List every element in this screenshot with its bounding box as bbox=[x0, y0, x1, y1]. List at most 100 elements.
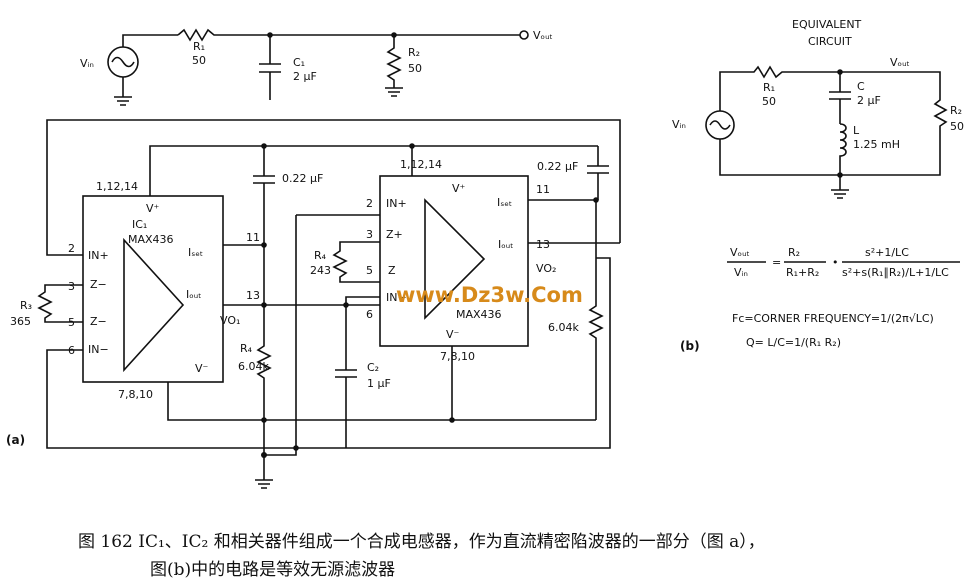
ic1-vminus: V⁻ bbox=[195, 362, 209, 375]
c1-label: C₁ bbox=[293, 56, 305, 69]
svg-text:•: • bbox=[832, 256, 839, 269]
ic2-in-plus: IN+ bbox=[386, 197, 407, 210]
ic1-in-plus: IN+ bbox=[88, 249, 109, 262]
equiv-title-2: CIRCUIT bbox=[808, 35, 852, 48]
fc-formula: Fᴄ=CORNER FREQUENCY=1/(2π√LC) bbox=[732, 312, 934, 325]
r1b-label: R₁ bbox=[763, 81, 775, 94]
ic2-body bbox=[379, 175, 529, 347]
cap-022b-label: 0.22 µF bbox=[537, 160, 578, 173]
ic1-iset: Iₛₑₜ bbox=[188, 246, 203, 259]
c1-capacitor bbox=[259, 35, 281, 100]
vout-label: Vₒᵤₜ bbox=[533, 29, 553, 42]
vplus-rail bbox=[149, 145, 598, 196]
ic2-pin5: 5 bbox=[366, 264, 373, 277]
in-plus2-wire bbox=[264, 215, 297, 456]
equiv-title-1: EQUIVALENT bbox=[792, 18, 862, 31]
cap-022a-label: 0.22 µF bbox=[282, 172, 323, 185]
cap-022a bbox=[253, 146, 275, 245]
r4b-label: R₄ bbox=[314, 249, 327, 262]
caption-line-1: 图 162 IC₁、IC₂ 和相关器件组成一个合成电感器，作为直流精密陷波器的一… bbox=[78, 532, 765, 552]
cap-022b bbox=[587, 146, 609, 200]
ic2-part: MAX436 bbox=[456, 308, 502, 321]
c2-label: C₂ bbox=[367, 361, 379, 374]
c1-value: 2 µF bbox=[293, 70, 317, 83]
l-inductor bbox=[839, 123, 847, 175]
r1b-value: 50 bbox=[762, 95, 776, 108]
ic2-vplus: V⁺ bbox=[452, 182, 466, 195]
r3-resistor bbox=[37, 284, 83, 323]
r4-resistor bbox=[256, 305, 272, 420]
ic2-z: Z bbox=[388, 264, 396, 277]
label-a: (a) bbox=[6, 433, 25, 447]
ic2-pin2: 2 bbox=[366, 197, 373, 210]
ic1-pin3: 3 bbox=[68, 280, 75, 293]
ic1-pins-bottom: 7,8,10 bbox=[118, 388, 153, 401]
ground-icon-b bbox=[831, 175, 849, 199]
r-604k-b bbox=[588, 200, 604, 420]
ic1-amp-triangle bbox=[123, 237, 185, 373]
ic1-vo: VO₁ bbox=[220, 314, 240, 327]
r1-value: 50 bbox=[192, 54, 206, 67]
ic2-pins-top: 1,12,14 bbox=[400, 158, 442, 171]
svg-text:=: = bbox=[772, 256, 781, 269]
eq-mid-num: R₂ bbox=[788, 246, 800, 259]
eq-rhs-den: s²+s(R₁∥R₂)/L+1/LC bbox=[842, 266, 949, 279]
ic2-iset: Iₛₑₜ bbox=[497, 196, 512, 209]
ic1-name: IC₁ bbox=[132, 218, 147, 231]
r-604k-b-label: 6.04k bbox=[548, 321, 579, 334]
ic1-pin13: 13 bbox=[246, 289, 260, 302]
r4-value: 6.04k bbox=[238, 360, 269, 373]
ic1-iout: Iₒᵤₜ bbox=[186, 288, 202, 301]
ic1-z-minus-b: Z− bbox=[90, 315, 107, 328]
vin-label: Vᵢₙ bbox=[80, 57, 94, 70]
equiv-loop bbox=[719, 65, 948, 176]
ic1-body bbox=[82, 195, 224, 383]
q-formula: Q= L/C=1/(R₁ R₂) bbox=[746, 336, 841, 349]
r1-label: R₁ bbox=[193, 40, 205, 53]
feedback-wire bbox=[46, 119, 621, 256]
eq-mid-den: R₁+R₂ bbox=[786, 266, 819, 279]
ic1-in-minus: IN− bbox=[88, 343, 109, 356]
ic1-pin2: 2 bbox=[68, 242, 75, 255]
vout-label-b: Vₒᵤₜ bbox=[890, 56, 910, 69]
r2-label: R₂ bbox=[408, 46, 420, 59]
ground-icon bbox=[114, 77, 132, 106]
r2b-label: R₂ bbox=[950, 104, 962, 117]
caption-line-2: 图(b)中的电路是等效无源滤波器 bbox=[150, 560, 396, 580]
vin-source-b bbox=[705, 110, 735, 140]
in-minus-wire bbox=[46, 257, 611, 449]
r4-label: R₄ bbox=[240, 342, 253, 355]
c2-capacitor bbox=[335, 305, 357, 448]
ic2-amp-triangle bbox=[424, 198, 486, 320]
r2b-value: 50 bbox=[950, 120, 964, 133]
ground-icon-main bbox=[255, 420, 273, 489]
ic1-part: MAX436 bbox=[128, 233, 174, 246]
r3-label: R₃ bbox=[20, 299, 32, 312]
schematic: Vᵢₙ R₁ 50 C₁ 2 µF R₂ 50 Vₒᵤₜ 1,12,14 V⁺ … bbox=[6, 18, 964, 489]
ic2-pin6: 6 bbox=[366, 308, 373, 321]
ic1-vplus: V⁺ bbox=[146, 202, 160, 215]
ic2-vo: VO₂ bbox=[536, 262, 556, 275]
c-label-b: C bbox=[857, 80, 865, 93]
eq-lhs-den: Vᵢₙ bbox=[734, 266, 748, 279]
r4b-value: 243 bbox=[310, 264, 331, 277]
r2-resistor bbox=[385, 35, 403, 97]
label-b: (b) bbox=[680, 339, 700, 353]
eq-lhs-num: Vₒᵤₜ bbox=[730, 246, 750, 259]
ic2-pin3: 3 bbox=[366, 228, 373, 241]
ic2-z-plus: Z+ bbox=[386, 228, 403, 241]
c2-value: 1 µF bbox=[367, 377, 391, 390]
ic2-pin11: 11 bbox=[536, 183, 550, 196]
vin-label-b: Vᵢₙ bbox=[672, 118, 686, 131]
r4b-resistor bbox=[332, 241, 380, 283]
ic2-pins-bottom: 7,8,10 bbox=[440, 350, 475, 363]
l-label: L bbox=[853, 124, 860, 137]
ic1-pins-top: 1,12,14 bbox=[96, 180, 138, 193]
ic2-iout: Iₒᵤₜ bbox=[498, 238, 514, 251]
vout-terminal bbox=[519, 30, 529, 40]
ic1-pin11: 11 bbox=[246, 231, 260, 244]
r1-resistor bbox=[177, 28, 520, 42]
eq-rhs-num: s²+1/LC bbox=[865, 246, 909, 259]
ic1-z-minus-a: Z− bbox=[90, 278, 107, 291]
watermark: www.Dz3w.Com bbox=[396, 283, 583, 307]
